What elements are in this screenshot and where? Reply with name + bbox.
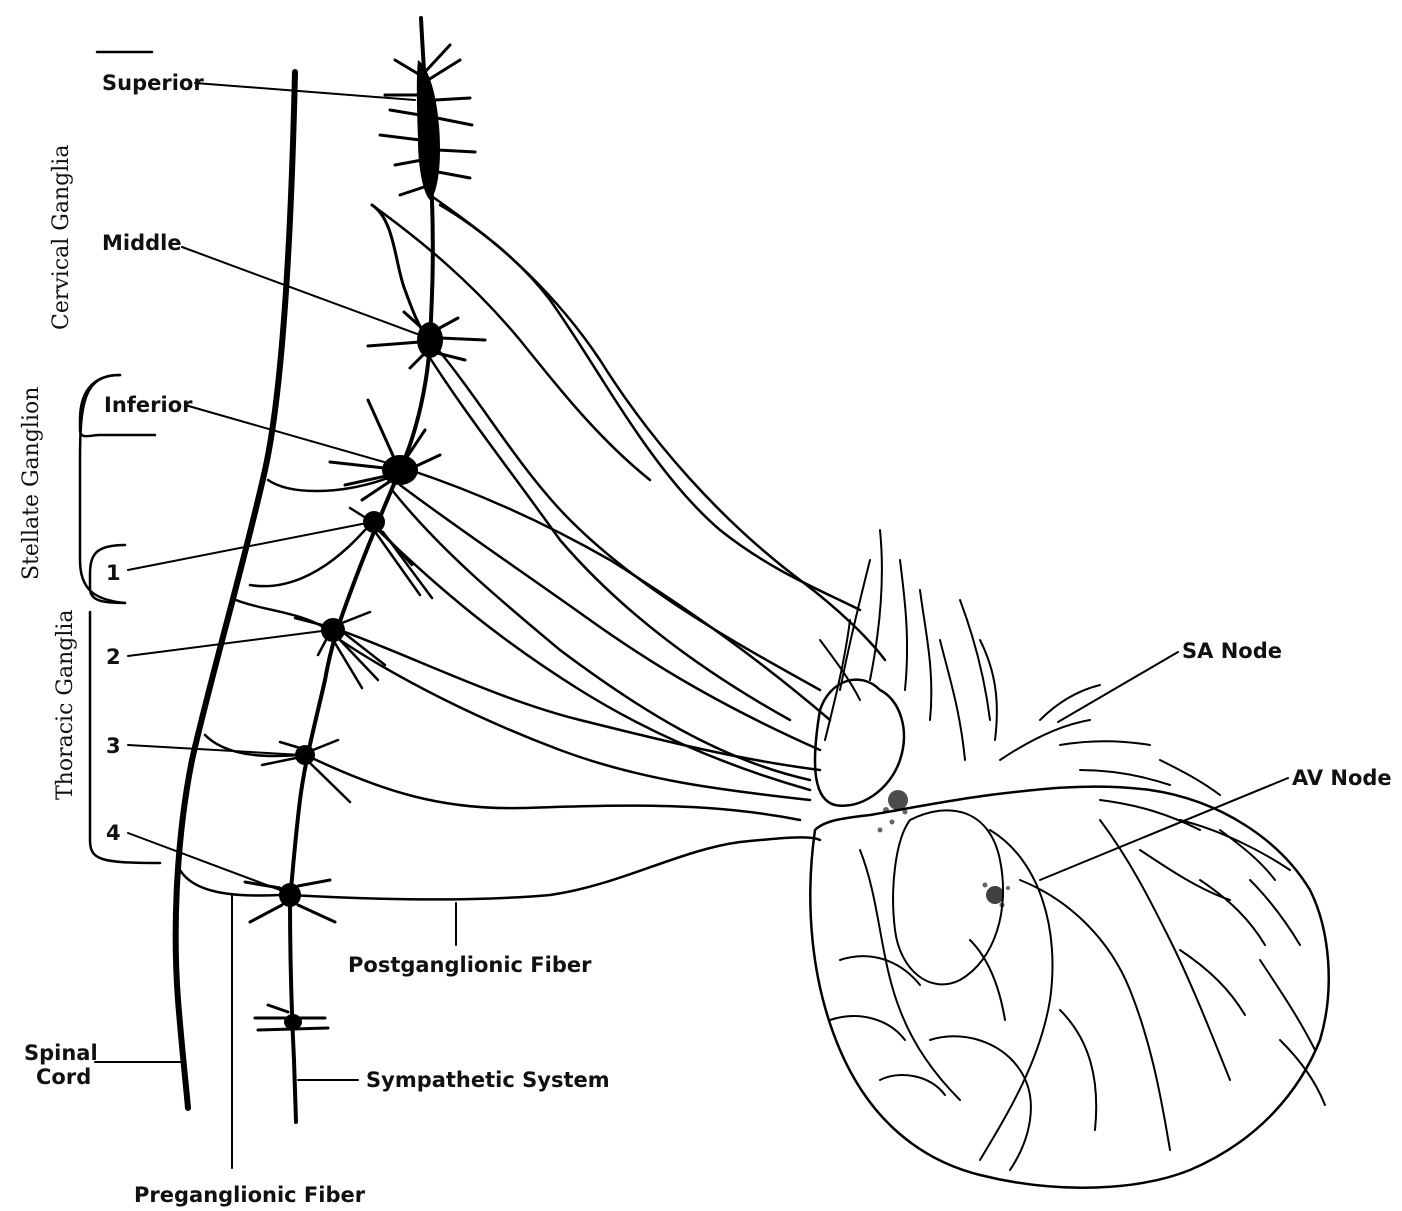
leader-middle [182, 247, 428, 338]
label-stellate-ganglion: Stellate Ganglion [19, 387, 44, 580]
label-spinal: Spinal [24, 1041, 98, 1065]
label-inferior: Inferior [104, 393, 193, 417]
label-sympathetic-system: Sympathetic System [366, 1068, 610, 1092]
leader-sa-node [1058, 652, 1178, 722]
label-preganglionic-fiber: Preganglionic Fiber [134, 1183, 366, 1207]
label-cord: Cord [36, 1065, 91, 1089]
leader-superior [195, 83, 415, 100]
label-thoracic-2: 2 [106, 645, 121, 669]
label-cervical-ganglia: Cervical Ganglia [49, 145, 74, 330]
label-sa-node: SA Node [1182, 639, 1282, 663]
label-thoracic-ganglia: Thoracic Ganglia [53, 609, 78, 800]
label-thoracic-4: 4 [106, 821, 121, 845]
postganglionic-fibers [290, 195, 885, 900]
thoracic-ganglion-2 [295, 612, 385, 688]
leader-lines [95, 83, 1288, 1080]
inferior-cervical-ganglion [330, 400, 440, 500]
leader-t3 [128, 745, 302, 755]
leader-inferior [185, 405, 398, 466]
sa-node-spot [888, 790, 908, 810]
heart [810, 530, 1328, 1188]
spinal-cord [176, 72, 295, 1108]
leader-t2 [128, 630, 330, 656]
av-node-spot [986, 886, 1004, 904]
label-superior: Superior [102, 71, 204, 95]
label-thoracic-3: 3 [106, 734, 121, 758]
label-av-node: AV Node [1292, 766, 1392, 790]
label-middle: Middle [102, 231, 182, 255]
superior-cervical-ganglion [380, 45, 475, 200]
label-postganglionic-fiber: Postganglionic Fiber [348, 953, 592, 977]
label-thoracic-1: 1 [106, 561, 121, 585]
